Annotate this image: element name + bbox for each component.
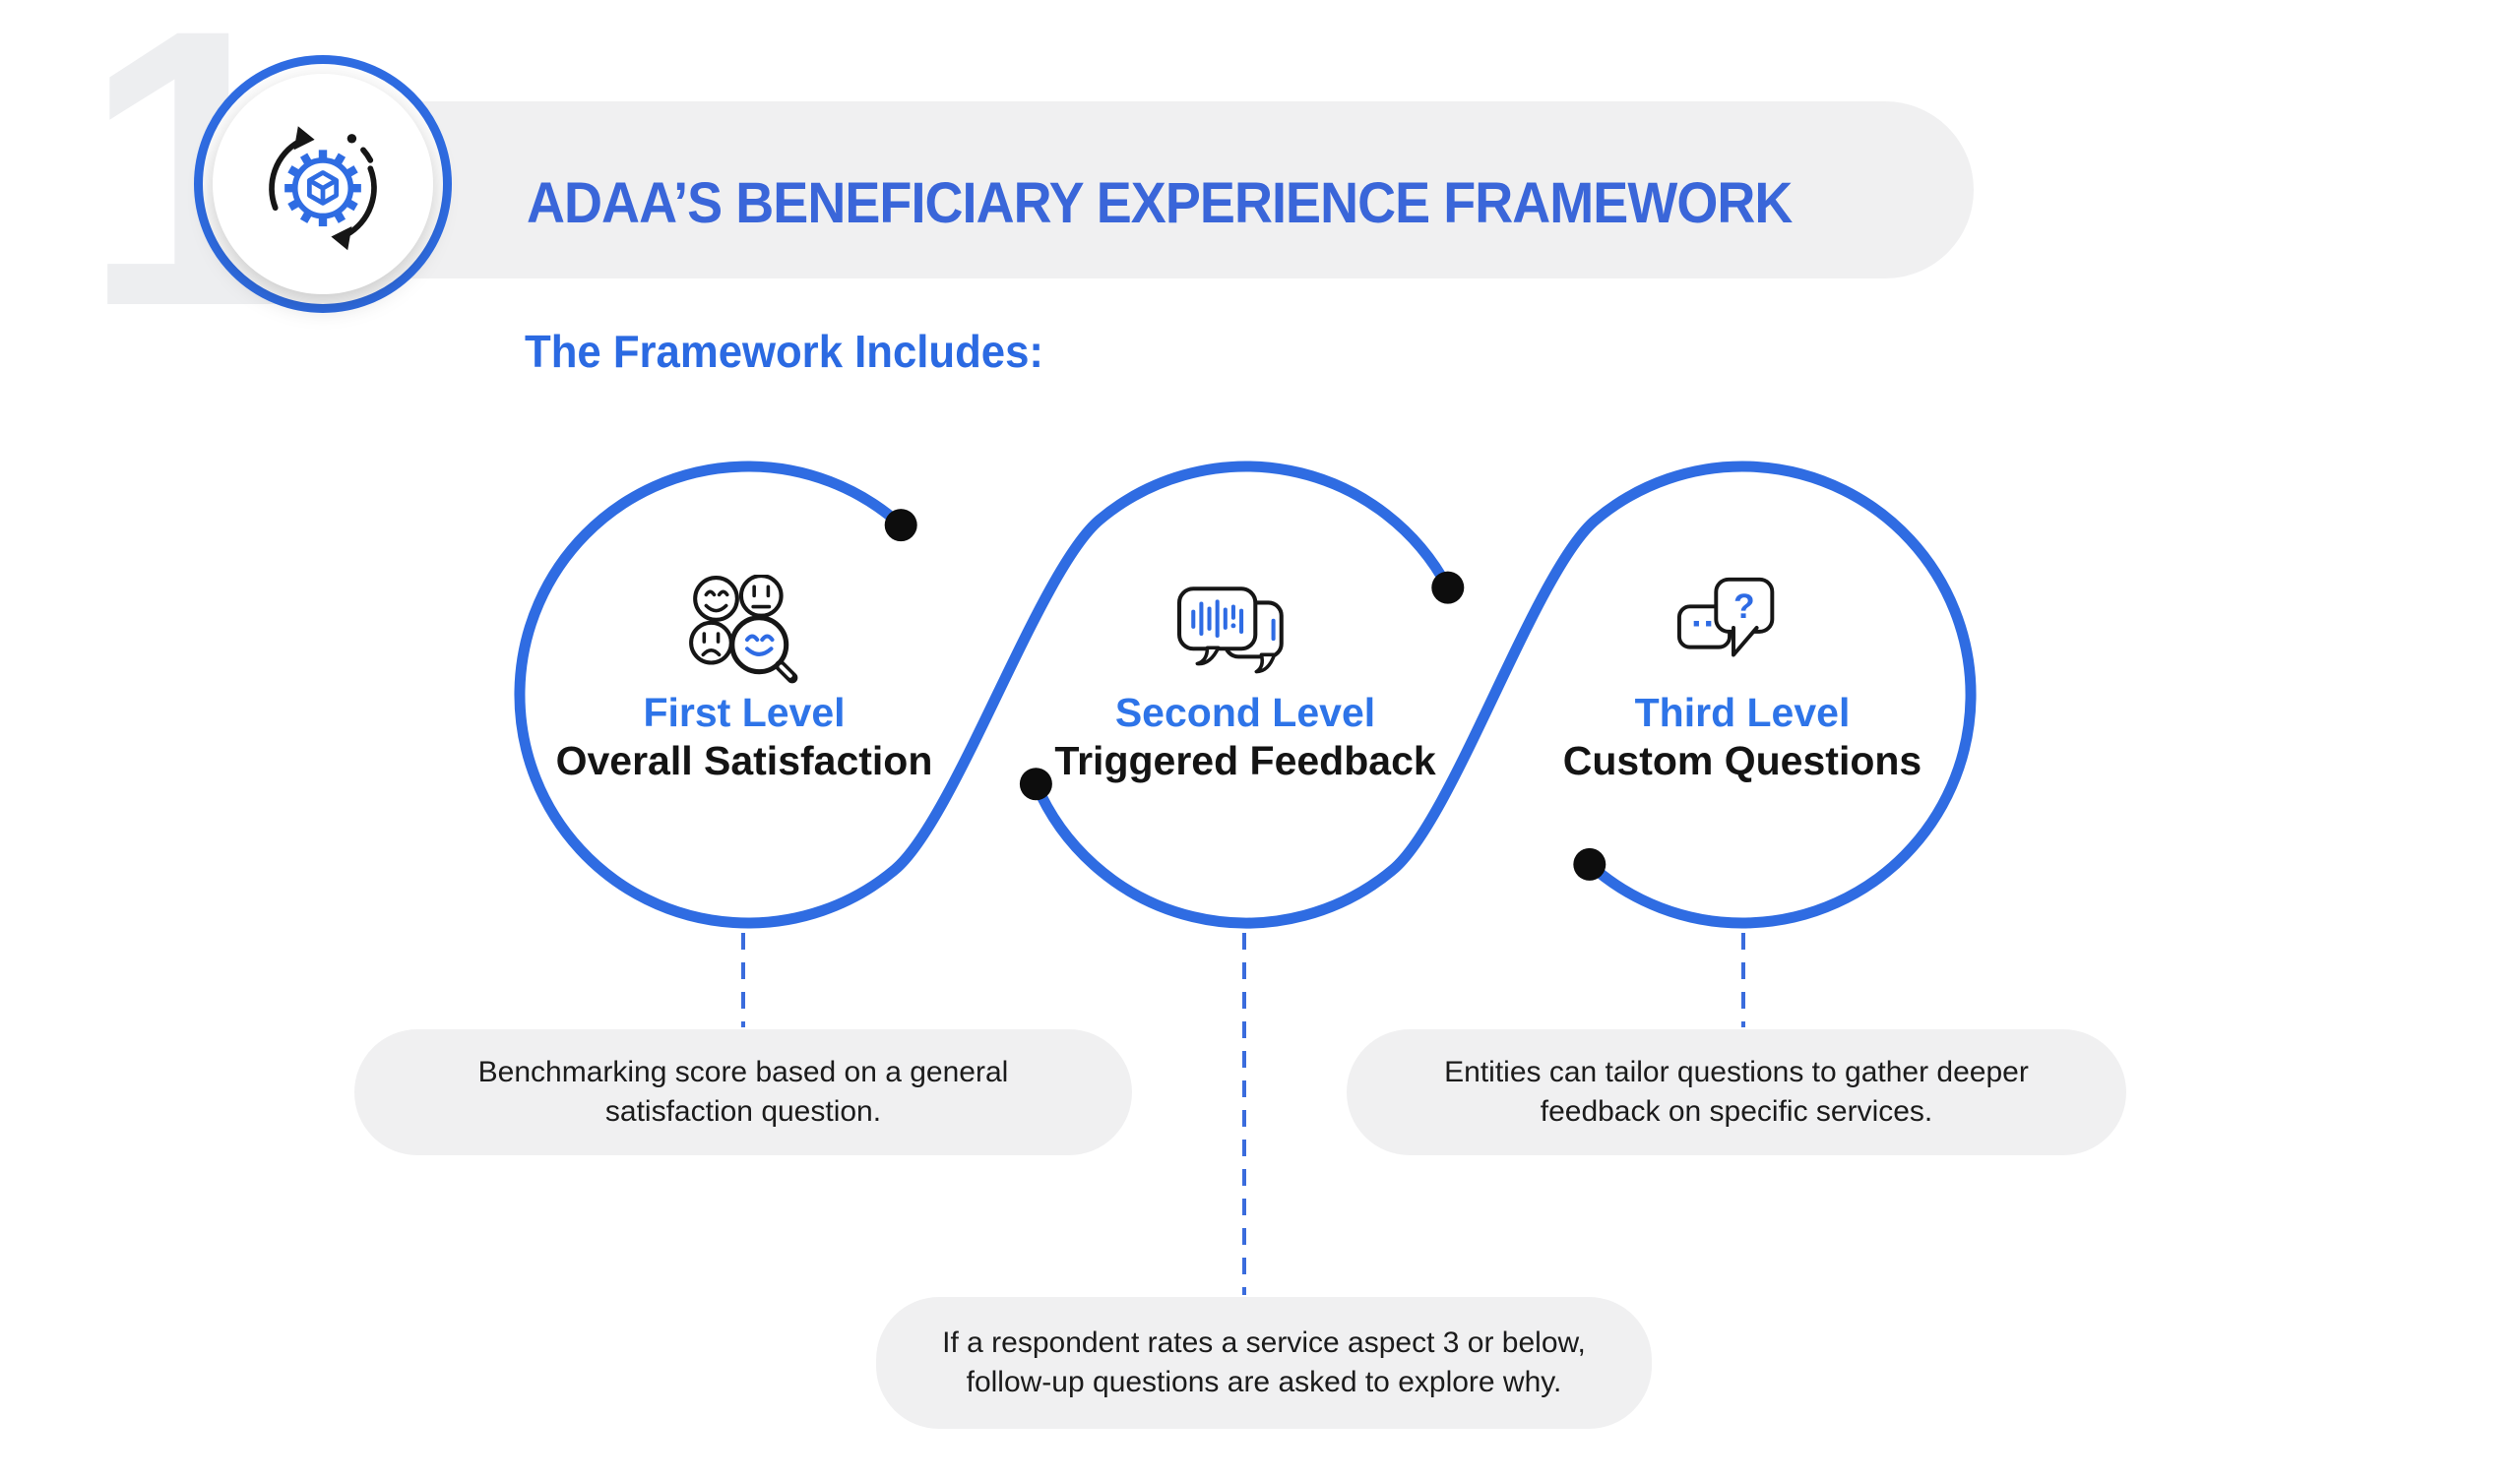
endpoint-dot-4 (1573, 847, 1606, 881)
cycle-dot (346, 134, 357, 144)
framework-badge (194, 55, 452, 313)
cycle-arrows (269, 139, 377, 238)
dots-glyph: ·· (1691, 602, 1716, 644)
endpoint-dot-3 (1019, 768, 1052, 801)
level-2-label: Second Level (1114, 690, 1376, 735)
back-bubble-tail (1254, 652, 1277, 674)
gear-cycle-icon (269, 126, 377, 251)
level-3-note-text: Entities can tailor questions to gather … (1444, 1056, 2029, 1128)
endpoint-dot-1 (884, 509, 917, 542)
page-title: ADAA’S BENEFICIARY EXPERIENCE FRAMEWORK (527, 171, 1793, 235)
chat-waveform-icon (1177, 586, 1284, 674)
flow-stroke-b (1030, 461, 1977, 929)
endpoint-dot-2 (1431, 571, 1465, 604)
framework-subtitle: The Framework Includes: (525, 326, 1043, 377)
question-glyph: ? (1733, 586, 1755, 626)
chat-question-icon: ? ·· (1676, 577, 1775, 657)
satisfaction-faces-magnifier-icon (689, 575, 798, 684)
level-2-note-text: If a respondent rates a service aspect 3… (942, 1326, 1586, 1398)
level-3-note: Entities can tailor questions to gather … (1347, 1029, 2126, 1155)
magnifier-lens (729, 615, 789, 675)
level-1-note-text: Benchmarking score based on a general sa… (477, 1056, 1009, 1128)
voice-waveform (1191, 599, 1244, 639)
framework-badge-inner (213, 74, 433, 294)
level-1-label: First Level (643, 690, 846, 735)
title-banner: ADAA’S BENEFICIARY EXPERIENCE FRAMEWORK (325, 101, 1974, 278)
flow-stroke-a (514, 461, 1454, 929)
front-bubble-tail (1195, 646, 1221, 666)
level-2-note: If a respondent rates a service aspect 3… (876, 1297, 1652, 1429)
level-1-name: Overall Satisfaction (555, 737, 933, 783)
arrowhead-bottom (331, 226, 352, 251)
level-2-name: Triggered Feedback (1054, 737, 1436, 783)
level-3-label: Third Level (1634, 690, 1851, 735)
arrowhead-top (293, 126, 315, 151)
level-3-heading: Third Level Custom Questions (1467, 690, 2018, 784)
level-1-note: Benchmarking score based on a general sa… (354, 1029, 1132, 1155)
happy-face-blue (745, 634, 775, 656)
level-3-name: Custom Questions (1562, 737, 1922, 783)
level-1-heading: First Level Overall Satisfaction (469, 690, 1020, 784)
bubble-tail (1732, 626, 1759, 657)
level-2-heading: Second Level Triggered Feedback (970, 690, 1521, 784)
cube-glyph (306, 170, 340, 206)
